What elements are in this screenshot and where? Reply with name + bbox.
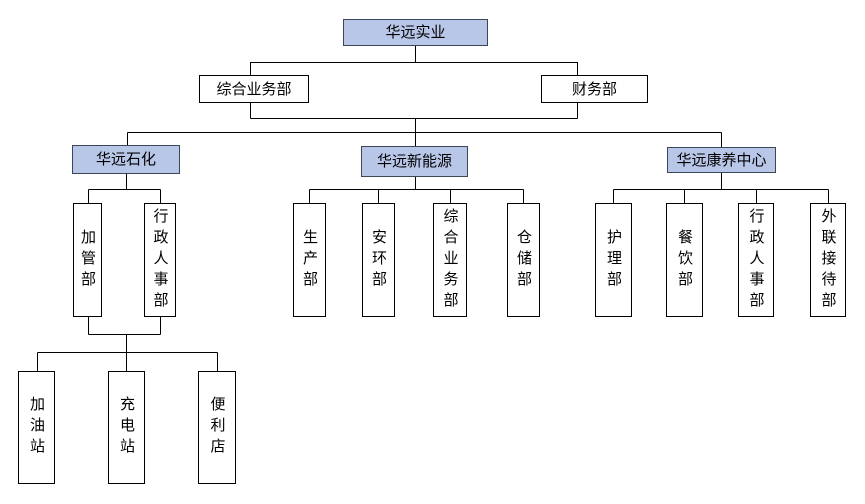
node-division: 华远石化 bbox=[72, 145, 180, 174]
node-label: 外联接待部 bbox=[819, 207, 837, 313]
node-label: 充电站 bbox=[118, 396, 135, 459]
node-label: 加管部 bbox=[79, 228, 96, 292]
node-label: 仓储部 bbox=[515, 228, 532, 292]
node-department: 安环部 bbox=[362, 203, 395, 317]
node-department: 行政人事部 bbox=[738, 203, 774, 317]
node-label: 行政人事部 bbox=[151, 207, 169, 313]
node-station: 加油站 bbox=[18, 371, 55, 484]
node-label: 安环部 bbox=[370, 228, 387, 292]
node-label: 华远石化 bbox=[95, 151, 156, 168]
node-label: 华远新能源 bbox=[376, 153, 452, 170]
node-label: 生产部 bbox=[301, 228, 318, 292]
node-department: 餐饮部 bbox=[666, 203, 703, 317]
node-label: 财务部 bbox=[571, 80, 617, 98]
node-label: 综合业务部 bbox=[441, 207, 459, 313]
node-station: 便利店 bbox=[198, 371, 236, 484]
node-station: 充电站 bbox=[108, 371, 145, 484]
node-department: 外联接待部 bbox=[810, 203, 846, 317]
node-label: 护理部 bbox=[605, 228, 622, 292]
node-root-company: 华远实业 bbox=[343, 19, 488, 46]
node-label: 加油站 bbox=[28, 396, 45, 459]
node-staff-department: 综合业务部 bbox=[199, 75, 309, 103]
node-label: 餐饮部 bbox=[676, 228, 693, 292]
node-department: 行政人事部 bbox=[144, 203, 176, 317]
node-staff-department: 财务部 bbox=[541, 75, 648, 103]
node-division: 华远新能源 bbox=[361, 146, 468, 177]
node-label: 行政人事部 bbox=[747, 207, 765, 313]
node-label: 华远康养中心 bbox=[676, 151, 767, 169]
node-division: 华远康养中心 bbox=[667, 147, 776, 173]
node-department: 生产部 bbox=[293, 203, 326, 317]
node-label: 华远实业 bbox=[385, 24, 446, 41]
node-department: 仓储部 bbox=[507, 203, 540, 317]
node-department: 综合业务部 bbox=[433, 203, 467, 317]
node-department: 加管部 bbox=[73, 203, 102, 317]
node-label: 便利店 bbox=[208, 396, 226, 459]
node-department: 护理部 bbox=[595, 203, 632, 317]
node-label: 综合业务部 bbox=[216, 80, 292, 98]
